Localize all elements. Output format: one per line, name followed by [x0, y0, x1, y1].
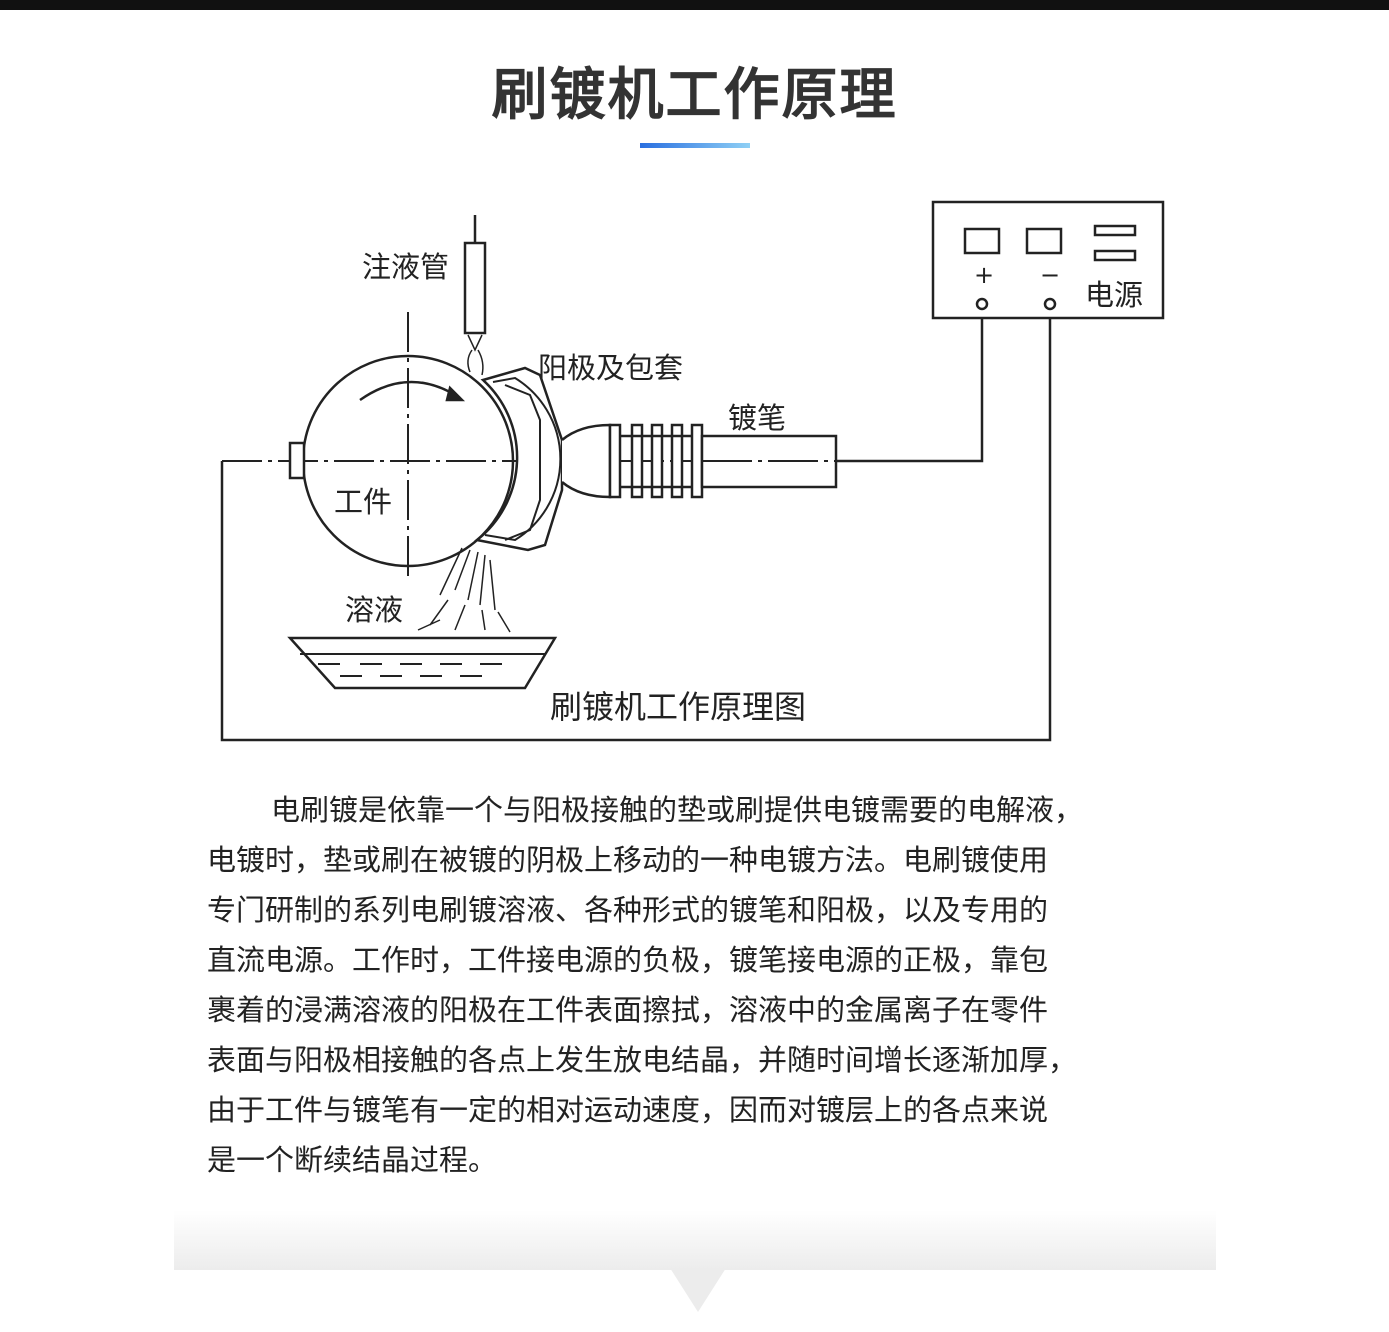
label-plus: + — [974, 261, 994, 289]
title-underline — [640, 143, 750, 148]
power-indicator-bottom — [1093, 249, 1137, 262]
rotation-arrow-icon — [359, 380, 461, 402]
paragraph-line: 专门研制的系列电刷镀溶液、各种形式的镀笔和阳极，以及专用的 — [207, 893, 1049, 927]
description-paragraph: 电刷镀是依靠一个与阳极接触的垫或刷提供电镀需要的电解液， 电镀时，垫或刷在被镀的… — [207, 785, 1207, 1185]
anode-pad-inner — [504, 384, 541, 541]
label-minus: − — [1040, 261, 1060, 289]
brush-plating-diagram: 注液管 阳极及包套 镀笔 工件 溶液 电源 + − 刷镀机工作原理图 — [220, 200, 1165, 742]
pen-neck — [561, 423, 612, 499]
positive-terminal — [975, 297, 989, 311]
power-meter-positive — [963, 227, 1001, 255]
injection-tube — [463, 241, 487, 335]
label-plating-pen: 镀笔 — [728, 401, 786, 435]
label-anode-cover: 阳极及包套 — [538, 351, 683, 385]
paragraph-line: 电刷镀是依靠一个与阳极接触的垫或刷提供电镀需要的电解液， — [271, 793, 1084, 827]
footer-divider — [174, 1210, 1216, 1270]
paragraph-line: 由于工件与镀笔有一定的相对运动速度，因而对镀层上的各点来说 — [207, 1093, 1049, 1127]
down-pointer-icon — [670, 1268, 726, 1312]
injection-drip — [467, 334, 484, 376]
solution-spray — [417, 547, 511, 633]
label-solution: 溶液 — [345, 593, 403, 627]
paragraph-line: 直流电源。工作时，工件接电源的负极，镀笔接电源的正极，靠包 — [207, 943, 1049, 977]
paragraph-line: 电镀时，垫或刷在被镀的阴极上移动的一种电镀方法。电刷镀使用 — [207, 843, 1049, 877]
power-indicator-top — [1093, 224, 1137, 237]
label-power-supply: 电源 — [1085, 278, 1143, 312]
circuit-wire-negative — [220, 310, 1052, 742]
paragraph-line: 表面与阳极相接触的各点上发生放电结晶，并随时间增长逐渐加厚， — [207, 1043, 1078, 1077]
negative-terminal — [1043, 297, 1057, 311]
page-title: 刷镀机工作原理 — [491, 63, 898, 128]
workpiece-shaft — [288, 441, 306, 480]
top-bar — [0, 0, 1389, 10]
paragraph-line: 是一个断续结晶过程。 — [207, 1143, 498, 1177]
paragraph-line: 裹着的浸满溶液的阳极在工件表面擦拭，溶液中的金属离子在零件 — [207, 993, 1049, 1027]
label-injection-tube: 注液管 — [362, 250, 449, 284]
pen-fin — [608, 423, 622, 499]
tray-liquid-dashes — [318, 663, 502, 677]
label-workpiece: 工件 — [334, 485, 392, 519]
anode-cover — [474, 366, 564, 552]
pen-fin — [650, 423, 664, 499]
pen-fin — [630, 423, 644, 499]
power-meter-negative — [1025, 227, 1063, 255]
rotation-arrowhead-icon — [445, 385, 466, 402]
pen-fin — [690, 423, 704, 499]
pen-fin — [670, 423, 684, 499]
diagram-caption: 刷镀机工作原理图 — [550, 688, 806, 726]
circuit-wire-positive — [836, 310, 984, 463]
